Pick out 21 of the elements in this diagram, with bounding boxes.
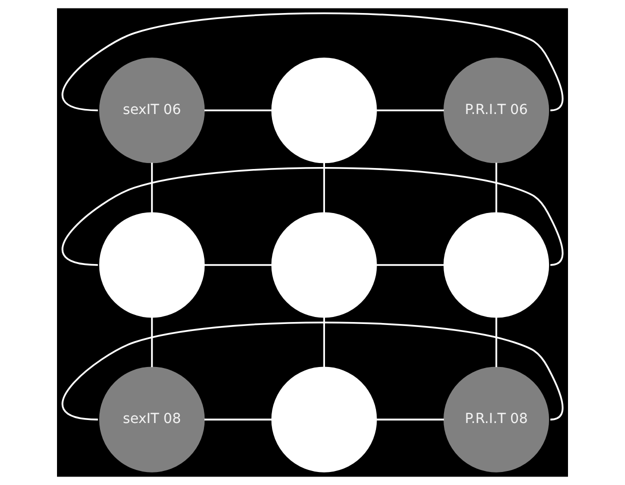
- node-circle: [271, 58, 377, 164]
- node-circle: P.R.I.T 06: [444, 58, 550, 164]
- connector: [204, 110, 272, 112]
- node-circle: P.R.I.T 08: [444, 366, 550, 472]
- node-circle: sexIT 06: [99, 58, 205, 164]
- connector: [495, 317, 498, 368]
- node-circle: [271, 212, 377, 318]
- node-circle: [271, 366, 377, 472]
- connector: [376, 110, 444, 112]
- connector: [323, 317, 325, 368]
- connector: [376, 264, 444, 266]
- connector: [151, 317, 153, 368]
- connector: [204, 418, 272, 420]
- connector: [495, 162, 498, 213]
- connector: [376, 418, 444, 420]
- node-circle: [444, 212, 550, 318]
- connector: [151, 162, 153, 213]
- connector: [323, 162, 325, 213]
- node-circle: sexIT 08: [99, 366, 205, 472]
- connector: [204, 264, 272, 266]
- node-circle: [99, 212, 205, 318]
